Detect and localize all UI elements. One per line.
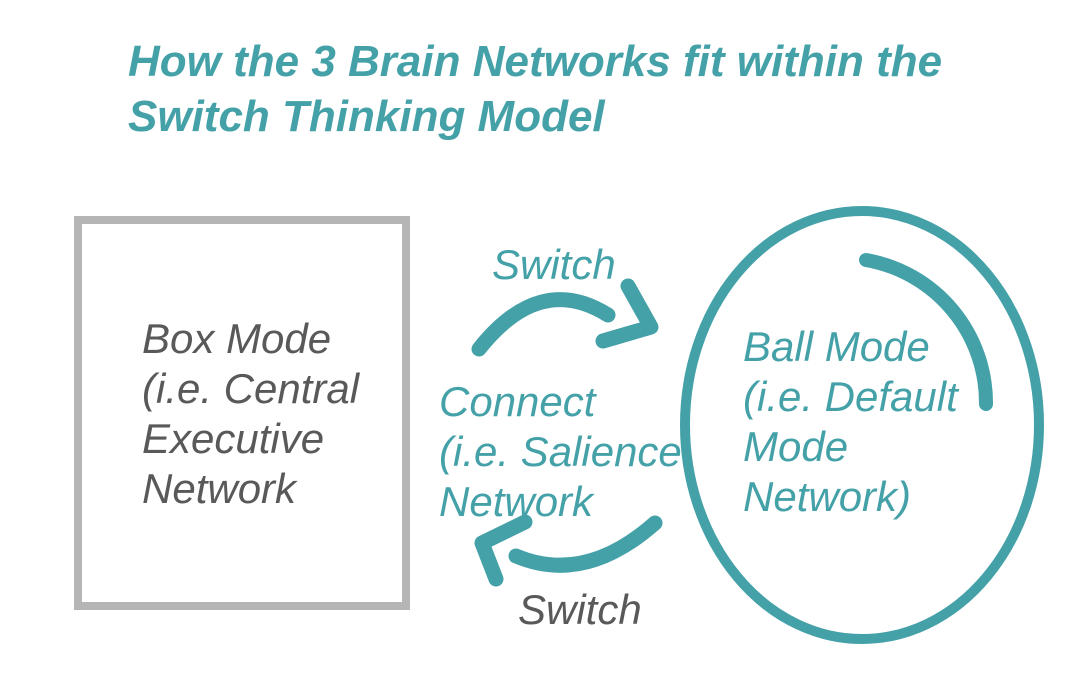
page-title: How the 3 Brain Networks fit within the …	[128, 34, 942, 144]
text-line: Network	[142, 465, 297, 512]
text-line: Network	[439, 478, 594, 525]
switch-top-label: Switch	[492, 241, 616, 288]
box-mode-label: Box Mode (i.e. Central Executive Network	[142, 314, 359, 514]
text-line: Network)	[743, 473, 912, 520]
box-mode-shape	[74, 216, 410, 610]
ball-mode-circle	[680, 206, 1044, 644]
text-line: Connect	[439, 378, 596, 425]
text-line: (i.e. Salience	[439, 428, 682, 475]
ball-mode-label: Ball Mode (i.e. Default Mode Network)	[743, 322, 958, 522]
text-line: Ball Mode	[743, 323, 930, 370]
switch-arrow-bottom-shaft	[508, 515, 663, 573]
switch-arrow-bottom-icon	[474, 514, 663, 587]
switch-arrow-top-head	[595, 278, 659, 349]
connect-label: Connect (i.e. Salience Network	[439, 377, 682, 527]
ball-mode-inner-arc	[859, 253, 994, 411]
text-line: Executive	[142, 415, 325, 462]
switch-arrow-bottom-head	[474, 514, 533, 587]
switch-arrow-top-shaft	[471, 292, 616, 357]
text-line: (i.e. Default	[743, 373, 958, 420]
switch-arrow-top-icon	[471, 278, 659, 357]
text-line: Mode	[743, 423, 849, 470]
text-line: (i.e. Central	[142, 365, 360, 412]
page-title-line: Switch Thinking Model	[128, 92, 605, 141]
page-title-line: How the 3 Brain Networks fit within the	[128, 37, 943, 86]
switch-bottom-label: Switch	[518, 586, 642, 633]
text-line: Box Mode	[142, 315, 332, 362]
